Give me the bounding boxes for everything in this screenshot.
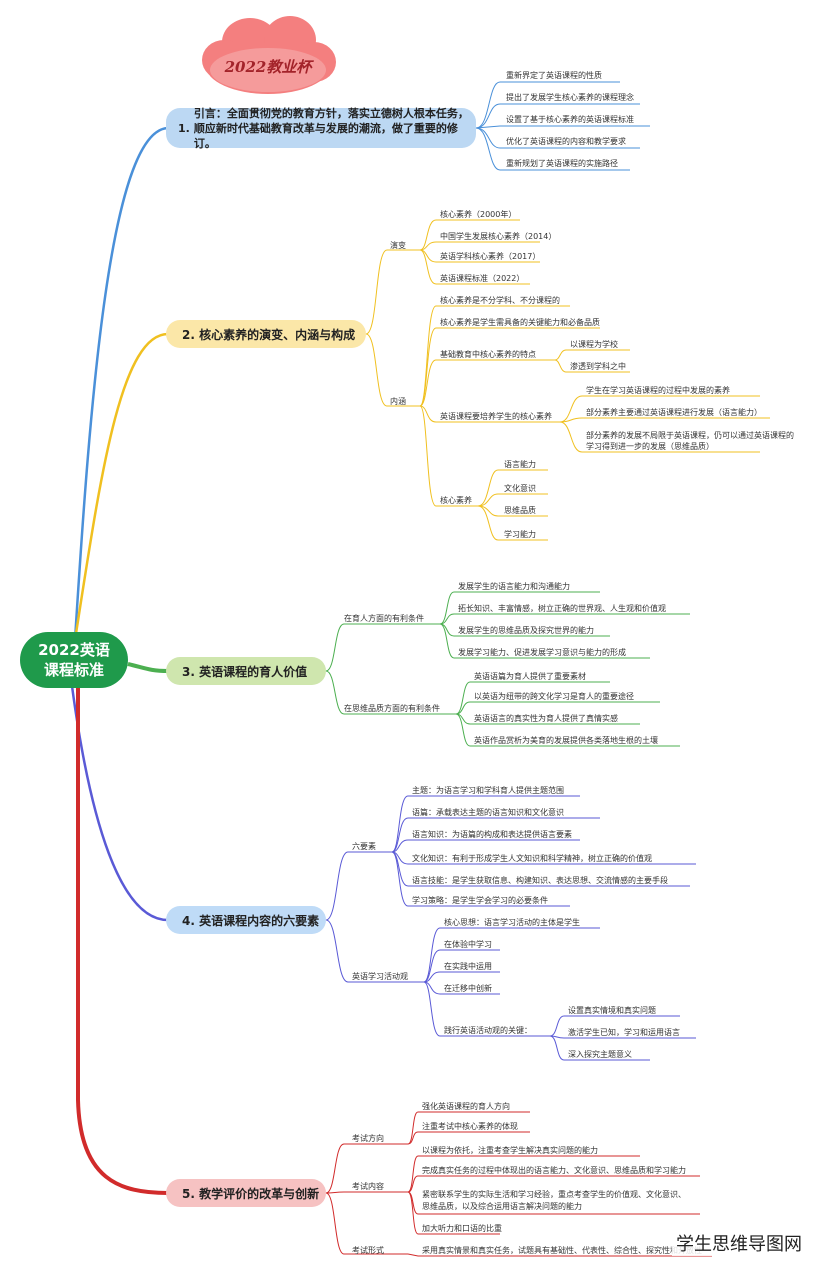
b3-group: 在育人方面的有利条件 [344, 614, 424, 623]
b3-g2-item: 以英语为纽带的跨文化学习是育人的重要途径 [474, 692, 634, 701]
b5-g2-item: 以课程为依托，注重考查学生解决真实问题的能力 [422, 1146, 598, 1155]
b4-group: 六要素 [352, 842, 376, 851]
b2-yanbian-item: 英语学科核心素养（2017） [440, 252, 541, 261]
b5-g2-item: 思维品质，以及综合运用语言解决问题的能力 [422, 1202, 582, 1211]
b2-neihan-item: 核心素养 [440, 496, 472, 505]
branch-3-node[interactable]: 3. 英语课程的育人价值 [166, 657, 326, 685]
b4-g2-key: 践行英语活动观的关键： [444, 1026, 532, 1035]
b2-neihan-item: 英语课程要培养学生的核心素养 [440, 412, 552, 421]
b3-g1-item: 发展学生的语言能力和沟通能力 [458, 582, 570, 591]
b2-neihan: 内涵 [390, 397, 406, 406]
b2-n5-item: 学习能力 [504, 530, 536, 539]
b4-key-item: 设置真实情境和真实问题 [568, 1006, 656, 1015]
b4-g1-item: 文化知识：有利于形成学生人文知识和科学精神，树立正确的价值观 [412, 854, 652, 863]
b3-g2-item: 英语作品赏析为美育的发展提供各类落地生根的土壤 [474, 736, 658, 745]
b5-g3-item: 采用真实情景和真实任务，试题具有基础性、代表性、综合性、探究性和开放性 [422, 1246, 702, 1255]
b3-g1-item: 发展学习能力、促进发展学习意识与能力的形成 [458, 648, 626, 657]
b4-g2-item: 在体验中学习 [444, 940, 492, 949]
b2-n5-item: 思维品质 [504, 506, 536, 515]
b5-group: 考试形式 [352, 1246, 384, 1255]
b4-g2-item: 在实践中运用 [444, 962, 492, 971]
b3-group: 在思维品质方面的有利条件 [344, 704, 440, 713]
b2-yanbian-item: 中国学生发展核心素养（2014） [440, 232, 557, 241]
b1-item: 重新规划了英语课程的实施路径 [506, 159, 618, 168]
b2-n4-item: 部分素养的发展不局限于英语课程，仍可以通过英语课程的 [586, 431, 794, 440]
b4-g1-item: 语言技能：是学生获取信息、构建知识、表达思想、交流情感的主要手段 [412, 876, 668, 885]
central-node[interactable]: 2022英语 课程标准 [20, 632, 128, 688]
b5-g2-item: 紧密联系学生的实际生活和学习经验，重点考查学生的价值观、文化意识、 [422, 1190, 686, 1199]
branch-2-node[interactable]: 2. 核心素养的演变、内涵与构成 [166, 320, 366, 348]
b2-neihan-item: 核心素养是不分学科、不分课程的 [440, 296, 560, 305]
central-node-line1: 2022英语 [38, 641, 110, 659]
cloud-badge-shape [202, 16, 336, 94]
b2-n3-item: 渗透到学科之中 [570, 362, 626, 371]
b4-key-item: 激活学生已知，学习和运用语言 [568, 1028, 680, 1037]
b4-g2-item: 核心思想：语言学习活动的主体是学生 [444, 918, 580, 927]
b2-yanbian: 演变 [390, 241, 406, 250]
central-node-line2: 课程标准 [43, 661, 104, 679]
branch-1-label-line1: 引言：全面贯彻党的教育方针，落实立德树人根本任务， [193, 106, 469, 120]
title-badge: 2022教业杯 [224, 58, 312, 76]
b5-g1-item: 强化英语课程的育人方向 [422, 1102, 510, 1111]
b1-item: 优化了英语课程的内容和教学要求 [506, 137, 626, 146]
b1-item: 提出了发展学生核心素养的课程理念 [506, 93, 634, 102]
branch-1-label-line2: 顺应新时代基础教育改革与发展的潮流，做了重要的修订。 [193, 121, 458, 150]
b4-g1-item: 语言知识：为语篇的构成和表达提供语言要素 [412, 830, 572, 839]
b3-g2-item: 英语语篇为育人提供了重要素材 [474, 672, 586, 681]
b5-group: 考试内容 [352, 1182, 384, 1191]
b5-g2-item: 完成真实任务的过程中体现出的语言能力、文化意识、思维品质和学习能力 [422, 1166, 686, 1175]
b3-g1-item: 发展学生的思维品质及探究世界的能力 [458, 626, 594, 635]
branch5-link [76, 686, 169, 1195]
b2-n3-item: 以课程为学校 [570, 340, 618, 349]
b4-group: 英语学习活动观 [352, 972, 408, 981]
b4-g1-item: 主题：为语言学习和学科育人提供主题范围 [412, 786, 564, 795]
branch-4-node[interactable]: 4. 英语课程内容的六要素 [166, 906, 326, 934]
b4-g1-item: 语篇：承载表达主题的语言知识和文化意识 [412, 808, 564, 817]
b1-item: 设置了基于核心素养的英语课程标准 [506, 115, 634, 124]
site-watermark: 学生思维导图网 [672, 1230, 806, 1256]
b3-g2-item: 英语语言的真实性为育人提供了真情实感 [474, 714, 618, 723]
b2-n4-item: 学习得到进一步的发展（思维品质） [586, 442, 714, 451]
branch-1-number: 1. [178, 121, 190, 135]
b2-n4-item: 部分素养主要通过英语课程进行发展（语言能力） [586, 408, 762, 417]
b5-g1-item: 注重考试中核心素养的体现 [422, 1122, 518, 1131]
branch4-link [70, 685, 169, 922]
b2-neihan-item: 基础教育中核心素养的特点 [440, 350, 536, 359]
branch1-link [73, 126, 169, 641]
branch-5-node[interactable]: 5. 教学评价的改革与创新 [166, 1179, 326, 1207]
b2-n4-item: 学生在学习英语课程的过程中发展的素养 [586, 386, 730, 395]
b2-n5-item: 文化意识 [504, 484, 536, 493]
b4-g1-item: 学习策略：是学生学会学习的必要条件 [412, 896, 548, 905]
b5-group: 考试方向 [352, 1134, 384, 1143]
b4-g2-item: 在迁移中创新 [444, 984, 492, 993]
b2-n5-item: 语言能力 [504, 460, 536, 469]
b4-key-item: 深入探究主题意义 [568, 1050, 632, 1059]
b2-yanbian-item: 核心素养（2000年） [440, 210, 517, 219]
branch3-link [127, 662, 169, 673]
b2-neihan-item: 核心素养是学生需具备的关键能力和必备品质 [440, 318, 600, 327]
branch2-link [73, 332, 169, 641]
b3-g1-item: 拓长知识、丰富情感，树立正确的世界观、人生观和价值观 [458, 604, 666, 613]
b5-g2-item: 加大听力和口语的比重 [422, 1224, 502, 1233]
b2-yanbian-item: 英语课程标准（2022） [440, 274, 525, 283]
branch-1-node[interactable]: 1. 引言：全面贯彻党的教育方针，落实立德树人根本任务， 顺应新时代基础教育改革… [166, 106, 476, 150]
b1-item: 重新界定了英语课程的性质 [506, 71, 602, 80]
